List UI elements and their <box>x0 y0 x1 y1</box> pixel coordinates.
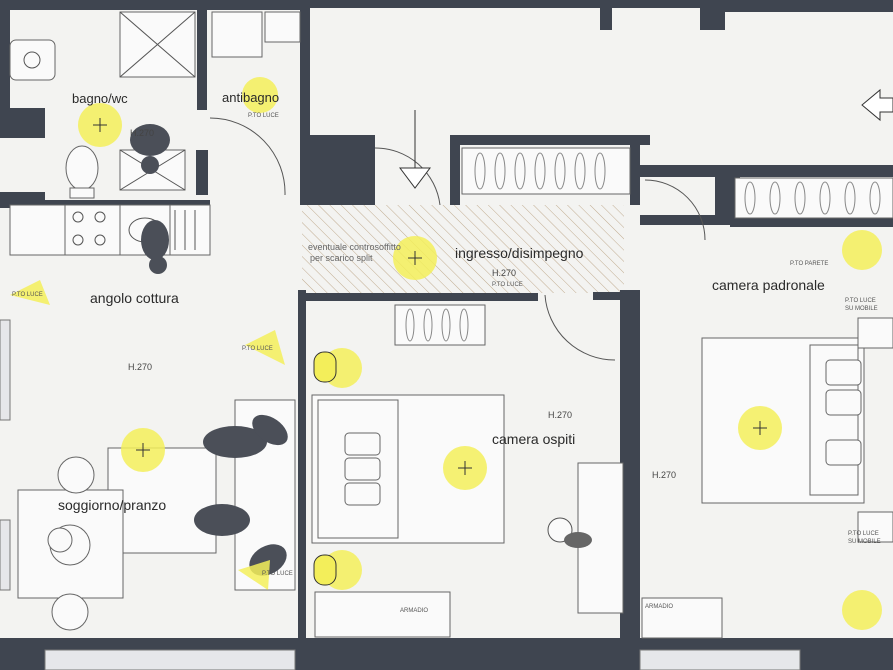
windows <box>0 319 801 670</box>
room-label-camera-padronale: camera padronale <box>712 277 825 293</box>
labels: bagno/wc antibagno angolo cottura ingres… <box>12 90 881 614</box>
note-p-to-luce: P.TO LUCE <box>262 571 293 577</box>
note-p-to-luce: P.TO LUCE <box>492 282 523 288</box>
note-p-to-luce: P.TO LUCE <box>845 298 876 304</box>
room-label-ingresso: ingresso/disimpegno <box>455 245 584 261</box>
height-soggiorno: H.270 <box>128 362 152 372</box>
note-su-mobile: SU MOBILE <box>845 306 878 312</box>
light-icon <box>78 103 122 147</box>
room-label-angolo-cottura: angolo cottura <box>90 290 179 306</box>
light-icon <box>10 280 50 305</box>
bathroom-fixtures <box>9 11 301 199</box>
light-icon <box>842 230 882 270</box>
light-icon <box>393 236 437 280</box>
beds <box>311 317 893 544</box>
wardrobes <box>314 147 893 639</box>
people-silhouettes <box>130 124 592 576</box>
room-label-camera-ospiti: camera ospiti <box>492 431 575 447</box>
room-label-soggiorno: soggiorno/pranzo <box>58 497 166 513</box>
note-controsoffitto-1: eventuale controsoffitto <box>308 242 401 252</box>
light-icon <box>245 330 285 365</box>
height-ingresso: H.270 <box>492 268 516 278</box>
light-icon <box>842 590 882 630</box>
door-swings <box>209 110 706 361</box>
height-bagno: H.270 <box>130 128 154 138</box>
note-p-to-parete: P.TO PARETE <box>790 261 828 267</box>
room-label-bagno: bagno/wc <box>72 91 128 106</box>
light-icon <box>242 77 278 113</box>
light-icon <box>443 446 487 490</box>
light-icon <box>313 348 362 388</box>
height-camera-padronale: H.270 <box>652 470 676 480</box>
note-p-to-luce: P.TO LUCE <box>12 292 43 298</box>
note-armadio: ARMADIO <box>400 608 428 614</box>
room-label-antibagno: antibagno <box>222 90 279 105</box>
ingresso-hatch <box>302 205 624 293</box>
light-icon <box>121 428 165 472</box>
note-armadio: ARMADIO <box>645 604 673 610</box>
height-camera-ospiti: H.270 <box>548 410 572 420</box>
note-p-to-luce: P.TO LUCE <box>242 346 273 352</box>
light-icon <box>738 406 782 450</box>
note-su-mobile: SU MOBILE <box>848 539 881 545</box>
note-p-to-luce: P.TO LUCE <box>848 531 879 537</box>
note-p-to-luce: P.TO LUCE <box>248 113 279 119</box>
light-icon <box>238 560 270 590</box>
ceiling-lights <box>10 77 882 630</box>
note-controsoffitto-2: per scarico split <box>310 253 373 263</box>
kitchen-fixtures <box>9 204 211 256</box>
entry-arrow-icon <box>861 88 893 122</box>
light-icon <box>313 550 362 590</box>
